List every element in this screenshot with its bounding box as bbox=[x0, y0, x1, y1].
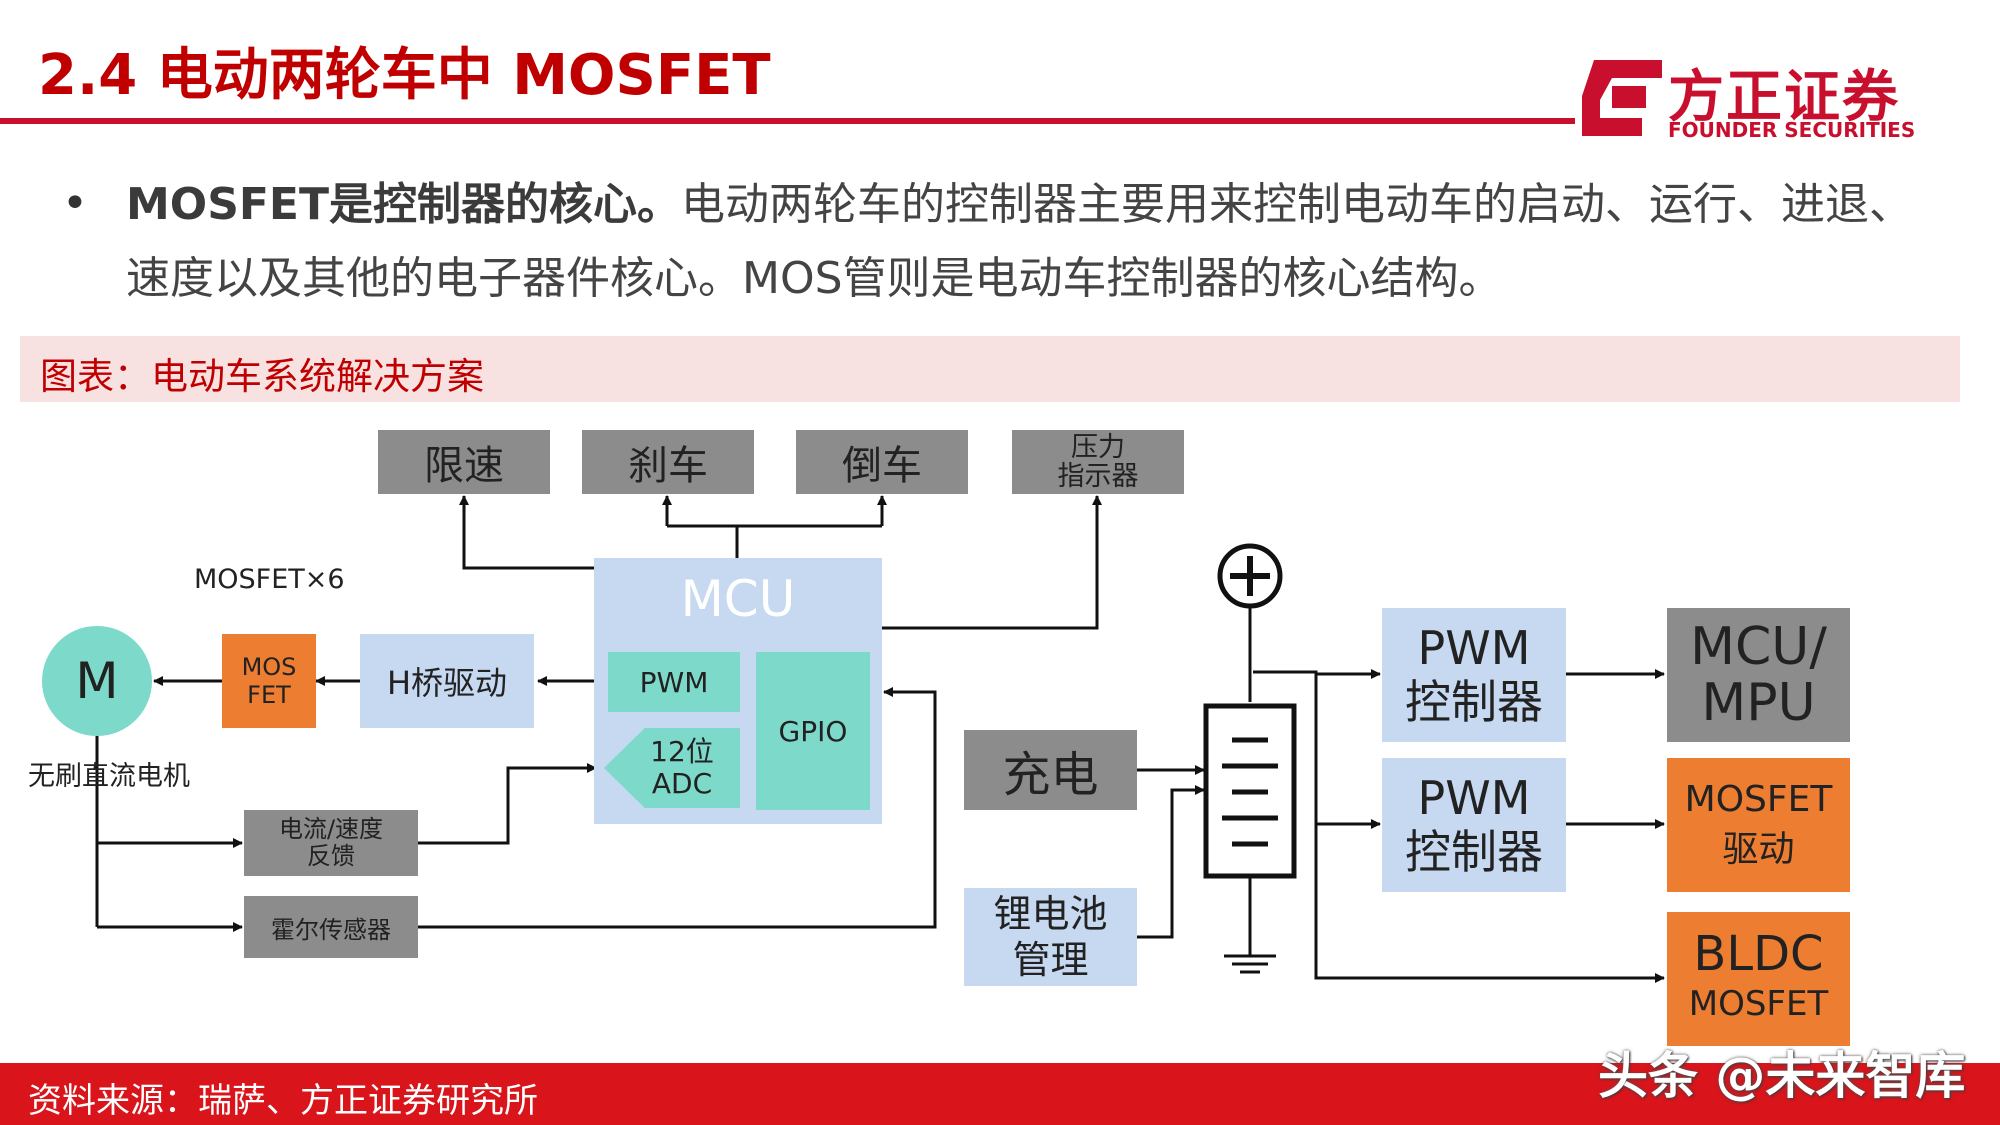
logo-chinese: 方正证券 bbox=[1668, 65, 1900, 130]
pwm-controller-1-line2: 控制器 bbox=[1405, 675, 1543, 729]
pressure-indicator-box: 压力 指示器 bbox=[1012, 430, 1184, 494]
caption-band bbox=[20, 336, 1960, 402]
logo-english: FOUNDER SECURITIES bbox=[1668, 118, 1916, 142]
mosfet-drive-box: MOSFET 驱动 bbox=[1667, 758, 1850, 892]
pressure-indicator-line2: 指示器 bbox=[1057, 461, 1139, 492]
adc-line1: 12位 bbox=[650, 735, 714, 768]
watermark: 头条 @未来智库 bbox=[1598, 1047, 1966, 1105]
mosfet-count-label: MOSFET×6 bbox=[194, 564, 345, 595]
pwm-controller-2-line1: PWM bbox=[1417, 771, 1531, 825]
mos-fet-box: MOS FET bbox=[222, 634, 316, 728]
mos-fet-line2: FET bbox=[247, 681, 291, 709]
battery-mgmt-line1: 锂电池 bbox=[993, 892, 1108, 936]
page-title: 2.4 电动两轮车中 MOSFET bbox=[38, 43, 771, 108]
bldc-mosfet-box: BLDC MOSFET bbox=[1667, 912, 1850, 1046]
hall-sensor-box: 霍尔传感器 bbox=[244, 896, 418, 958]
bldc-line1: BLDC bbox=[1693, 926, 1824, 982]
pwm-controller-1-line1: PWM bbox=[1417, 621, 1531, 675]
paragraph-lead: MOSFET是控制器的核心。 bbox=[126, 179, 682, 230]
mosfet-drive-line1: MOSFET bbox=[1684, 779, 1833, 820]
mcu-mpu-line1: MCU/ bbox=[1690, 617, 1827, 677]
adc-line2: ADC bbox=[651, 767, 713, 800]
current-speed-line1: 电流/速度 bbox=[278, 815, 384, 843]
body-paragraph: MOSFET是控制器的核心。电动两轮车的控制器主要用来控制电动车的启动、运行、进… bbox=[126, 168, 1926, 316]
mos-fet-line1: MOS bbox=[241, 653, 297, 681]
charge-box: 充电 bbox=[964, 730, 1137, 810]
motor-label: 无刷直流电机 bbox=[28, 761, 190, 792]
gpio-module: GPIO bbox=[756, 652, 870, 810]
footer-bar bbox=[0, 1063, 2000, 1125]
current-speed-line2: 反馈 bbox=[307, 842, 355, 870]
paragraph-text: 电动两轮车的控制器主要用来控制电动车的启动、运行、进退、速度以及其他的电子器件核… bbox=[126, 179, 1914, 304]
pressure-indicator-line1: 压力 bbox=[1071, 432, 1125, 463]
speed-limit-box: 限速 bbox=[378, 430, 550, 494]
pwm-controller-2-line2: 控制器 bbox=[1405, 825, 1543, 879]
bldc-line2: MOSFET bbox=[1688, 984, 1829, 1024]
founder-logo-icon bbox=[1582, 60, 1662, 136]
mosfet-drive-line2: 驱动 bbox=[1722, 829, 1795, 870]
mcu-mpu-line2: MPU bbox=[1701, 673, 1816, 733]
current-speed-feedback-box: 电流/速度 反馈 bbox=[244, 810, 418, 876]
h-bridge-box: H桥驱动 bbox=[360, 634, 534, 728]
battery-mgmt-line2: 管理 bbox=[1012, 938, 1089, 982]
brake-box: 刹车 bbox=[582, 430, 754, 494]
figure-caption: 图表：电动车系统解决方案 bbox=[40, 355, 484, 398]
pwm-controller-1: PWM 控制器 bbox=[1382, 608, 1566, 742]
mcu-mpu-box: MCU/ MPU bbox=[1667, 608, 1850, 742]
pwm-controller-2: PWM 控制器 bbox=[1382, 758, 1566, 892]
reverse-box: 倒车 bbox=[796, 430, 968, 494]
title-divider bbox=[0, 118, 1575, 124]
motor-circle: M bbox=[42, 626, 152, 736]
battery-management-box: 锂电池 管理 bbox=[964, 888, 1137, 986]
bullet-icon: • bbox=[62, 178, 88, 229]
source-note: 资料来源：瑞萨、方正证券研究所 bbox=[28, 1081, 538, 1121]
pwm-module: PWM bbox=[608, 652, 740, 712]
